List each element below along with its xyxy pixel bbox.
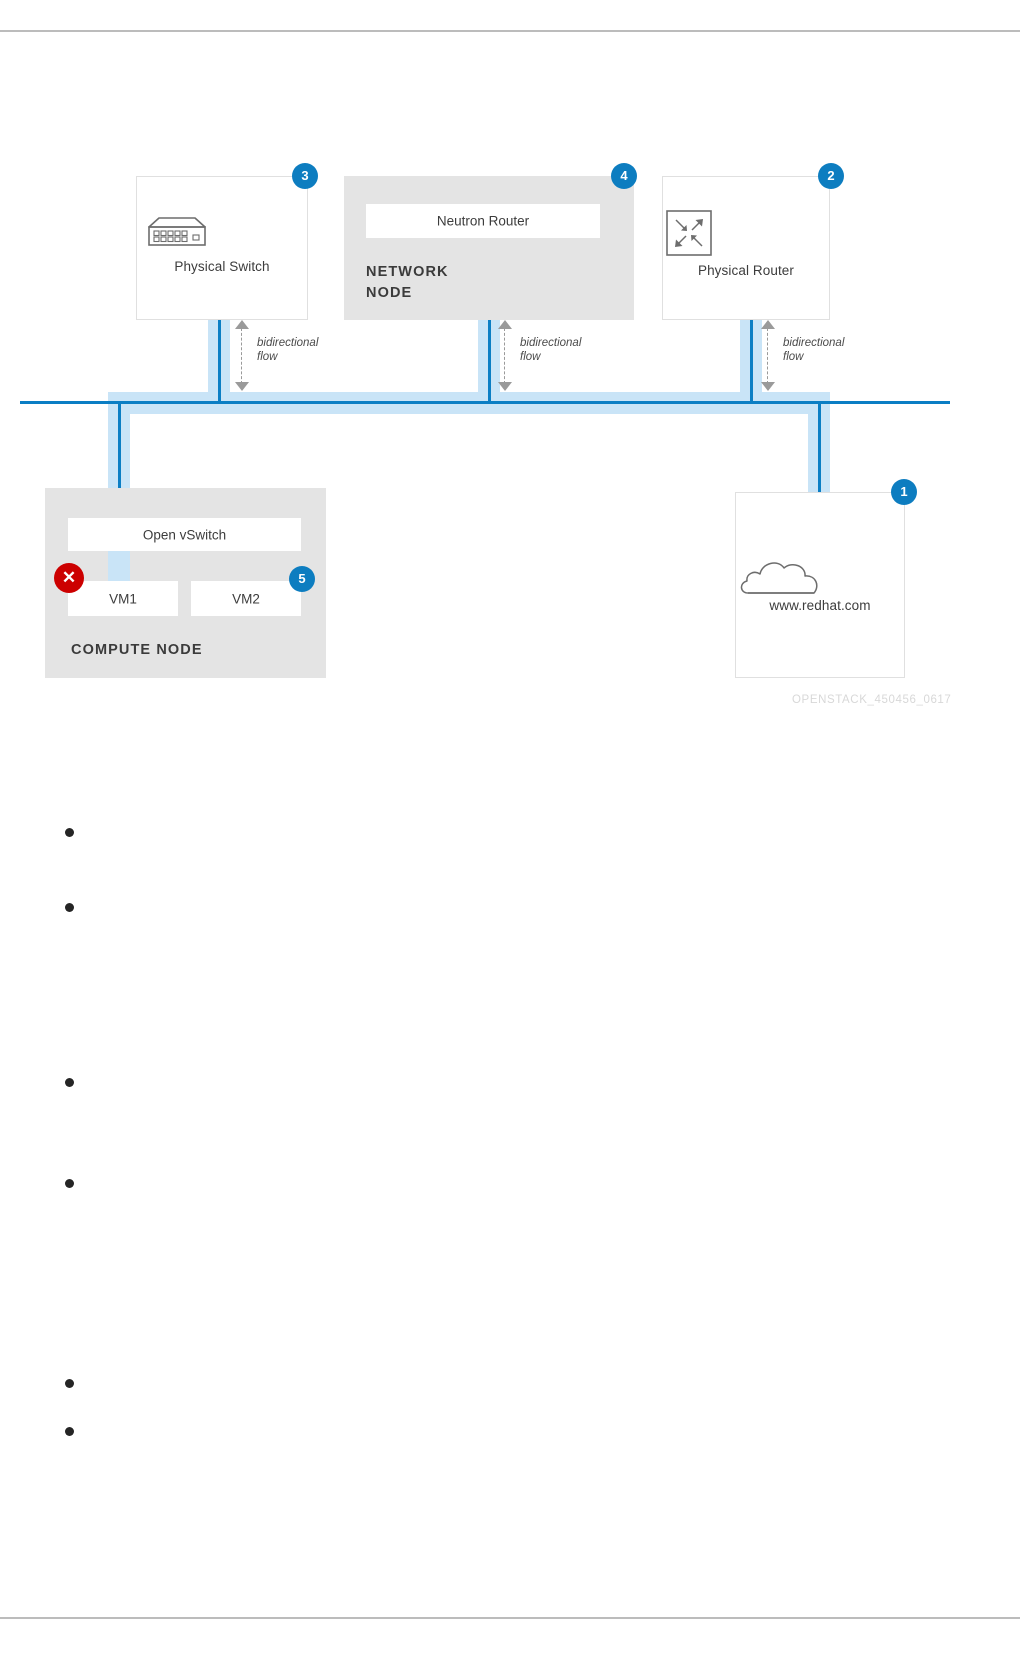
flow-label: bidirectional flow [257, 336, 352, 364]
flow-dash-line [504, 328, 505, 384]
flow-arrow-up-icon [761, 320, 775, 329]
badge-1[interactable]: 1 [891, 479, 917, 505]
list-item-bullet [65, 1379, 74, 1388]
flow-label-line2: flow [257, 351, 278, 363]
network-node-title-line2: NODE [366, 285, 413, 301]
physical-switch-label: Physical Switch [174, 259, 270, 274]
internet-node[interactable]: www.redhat.com [735, 492, 905, 678]
network-node-title: NETWORK NODE [366, 262, 449, 304]
physical-switch-node[interactable]: Physical Switch [136, 176, 308, 320]
vm1-box[interactable]: VM1 [68, 581, 178, 616]
bus-core-internet-drop [818, 401, 821, 520]
network-node[interactable]: NETWORK NODE [344, 176, 634, 320]
flow-label-line1: bidirectional [257, 337, 319, 349]
bus-core-switch [218, 300, 221, 404]
list-item-bullet [65, 828, 74, 837]
bus-core-horizontal [20, 401, 950, 404]
vm2-box[interactable]: VM2 [191, 581, 301, 616]
page-rule-top [0, 30, 1020, 32]
badge-2[interactable]: 2 [818, 163, 844, 189]
flow-label-line1: bidirectional [520, 337, 582, 349]
flow-label-line1: bidirectional [783, 337, 845, 349]
switch-icon [137, 213, 307, 253]
figure-id-caption: OPENSTACK_450456_0617 [792, 694, 952, 706]
flow-label: bidirectional flow [783, 336, 878, 364]
list-item-bullet [65, 1179, 74, 1188]
vm2-label: VM2 [232, 591, 260, 606]
badge-4[interactable]: 4 [611, 163, 637, 189]
physical-router-label: Physical Router [697, 263, 795, 278]
flow-arrow-down-icon [761, 382, 775, 391]
network-node-title-line1: NETWORK [366, 264, 449, 280]
flow-label-line2: flow [520, 351, 541, 363]
flow-arrow-up-icon [498, 320, 512, 329]
page-rule-bottom [0, 1617, 1020, 1619]
vm1-error-badge[interactable]: ✕ [54, 563, 84, 593]
neutron-router-box[interactable]: Neutron Router [366, 204, 600, 238]
network-topology-diagram: Physical Switch 3 NETWORK NODE Neutron R… [0, 0, 1020, 760]
cloud-icon [736, 553, 904, 597]
flow-label: bidirectional flow [520, 336, 615, 364]
flow-arrow-down-icon [498, 382, 512, 391]
flow-arrow-up-icon [235, 320, 249, 329]
router-icon [663, 207, 829, 259]
bus-band-ovs-vm1-stub [108, 551, 130, 581]
list-item-bullet [65, 1427, 74, 1436]
vm1-label: VM1 [109, 591, 137, 606]
neutron-router-label: Neutron Router [436, 213, 530, 229]
open-vswitch-box[interactable]: Open vSwitch [68, 518, 301, 551]
badge-5[interactable]: 5 [289, 566, 315, 592]
flow-dash-line [767, 328, 768, 384]
flow-arrow-down-icon [235, 382, 249, 391]
bus-core-router [750, 300, 753, 404]
internet-label: www.redhat.com [769, 598, 871, 613]
open-vswitch-label: Open vSwitch [142, 527, 227, 542]
list-item-bullet [65, 1078, 74, 1087]
list-item-bullet [65, 903, 74, 912]
flow-dash-line [241, 328, 242, 384]
compute-node-title: COMPUTE NODE [71, 642, 203, 658]
flow-label-line2: flow [783, 351, 804, 363]
physical-router-node[interactable]: Physical Router [662, 176, 830, 320]
badge-3[interactable]: 3 [292, 163, 318, 189]
